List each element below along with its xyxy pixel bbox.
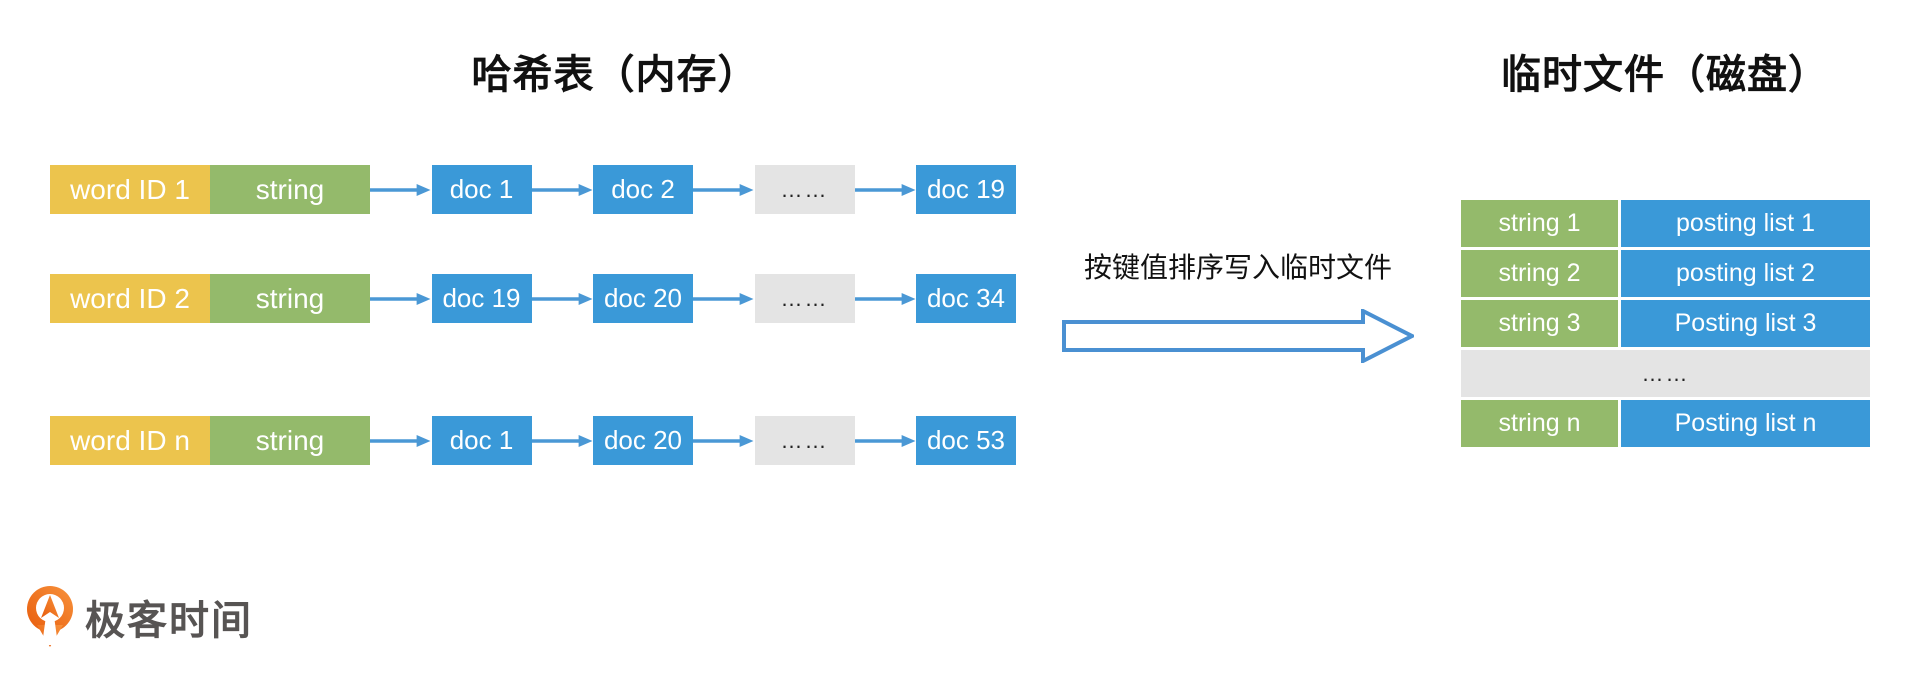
link-arrow-icon [854,433,917,449]
hash-row-1: word ID 1 string doc 1 doc 2 …… doc 19 [50,165,1016,214]
tf-ellipsis-row: …… [1461,350,1870,397]
link-arrow-icon [693,182,755,198]
ellipsis-node: …… [754,274,855,323]
tf-posting-cell: Posting list n [1621,400,1870,447]
link-arrow-icon [854,291,917,307]
ellipsis-node: …… [754,165,855,214]
tf-string-cell: string 3 [1461,300,1618,347]
ellipsis-node: …… [754,416,855,465]
hash-row-2: word ID 2 string doc 19 doc 20 …… doc 34 [50,274,1016,323]
brand-logo: 极客时间 [25,585,253,649]
doc-node: doc 53 [916,416,1016,465]
word-id-cell: word ID 2 [50,274,210,323]
link-arrow-icon [370,291,432,307]
doc-node: doc 2 [593,165,693,214]
word-id-cell: word ID n [50,416,210,465]
link-arrow-icon [531,433,594,449]
link-arrow-icon [693,291,755,307]
string-cell: string [210,274,370,323]
link-arrow-icon [531,182,594,198]
link-arrow-icon [531,291,594,307]
doc-node: doc 1 [431,416,532,465]
tf-string-cell: string 2 [1461,250,1618,297]
link-arrow-icon [370,433,432,449]
link-arrow-icon [370,182,432,198]
link-arrow-icon [693,433,755,449]
doc-node: doc 20 [593,274,693,323]
tf-posting-cell: posting list 2 [1621,250,1870,297]
doc-node: doc 34 [916,274,1016,323]
doc-node: doc 19 [916,165,1016,214]
big-right-arrow-icon [1062,307,1417,368]
temp-file-table: string 1 posting list 1 string 2 posting… [1461,200,1870,447]
tf-string-cell: string 1 [1461,200,1618,247]
link-arrow-icon [854,182,917,198]
doc-node: doc 19 [431,274,532,323]
word-id-cell: word ID 1 [50,165,210,214]
hash-row-n: word ID n string doc 1 doc 20 …… doc 53 [50,416,1016,465]
temp-file-title: 临时文件（磁盘） [1501,53,1829,97]
hash-table-title: 哈希表（内存） [471,53,759,97]
tf-posting-cell: posting list 1 [1621,200,1870,247]
string-cell: string [210,416,370,465]
transform-label: 按键值排序写入临时文件 [1083,252,1392,283]
doc-node: doc 1 [431,165,532,214]
brand-logo-text: 极客时间 [85,599,253,643]
string-cell: string [210,165,370,214]
geektime-logo-icon [27,586,73,647]
tf-posting-cell: Posting list 3 [1621,300,1870,347]
doc-node: doc 20 [593,416,693,465]
tf-string-cell: string n [1461,400,1618,447]
